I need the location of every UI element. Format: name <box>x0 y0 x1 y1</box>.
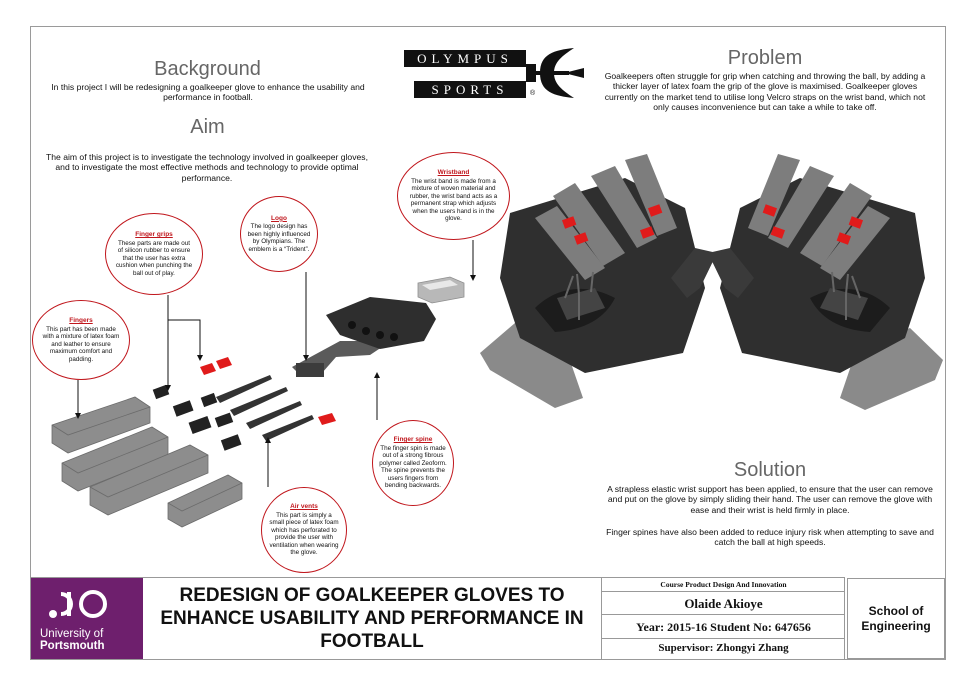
aim-heading: Aim <box>190 116 225 138</box>
callout-logo-text: The logo design has been highly influenc… <box>247 223 311 253</box>
university-line-1: University of <box>40 628 104 640</box>
year-student-number: Year: 2015-16 Student No: 647656 <box>636 620 811 634</box>
callout-finger-spine: Finger spine The finger spin is made out… <box>372 420 454 506</box>
logo-olympus-text: OLYMPUS <box>404 50 526 67</box>
callout-logo: Logo The logo design has been highly inf… <box>240 196 318 272</box>
callout-finger-spine-text: The finger spin is made out of a strong … <box>379 444 447 490</box>
callout-finger-grips-text: These parts are made out of silicon rubb… <box>115 239 193 277</box>
info-separator-3 <box>602 638 845 639</box>
exploded-glove-parts <box>51 276 465 528</box>
problem-text: Goalkeepers often struggle for grip when… <box>604 71 926 113</box>
callout-air-vents-text: This part is simply a small piece of lat… <box>269 511 339 557</box>
school-name: School of Engineering <box>847 578 945 659</box>
registered-mark: ® <box>530 90 536 97</box>
problem-heading: Problem <box>727 47 803 69</box>
trident-icon <box>526 48 584 98</box>
olympus-sports-logo: OLYMPUS SPORTS ® <box>404 44 584 102</box>
callout-fingers: Fingers This part has been made with a m… <box>32 300 130 380</box>
left-glove <box>480 154 717 408</box>
course-label: Course Product Design And Innovation <box>660 580 787 589</box>
finger-pad-1 <box>51 396 151 454</box>
glove-renders <box>480 154 943 410</box>
callout-wristband: Wristband The wrist band is made from a … <box>397 152 510 240</box>
callout-fingers-title: Fingers <box>69 317 93 324</box>
project-title: REDESIGN OF GOALKEEPER GLOVES TO ENHANCE… <box>160 585 584 652</box>
callout-fingers-text: This part has been made with a mixture o… <box>42 325 120 363</box>
callout-finger-grips-title: Finger grips <box>135 231 173 238</box>
callout-air-vents: Air vents This part is simply a small pi… <box>261 487 347 573</box>
callout-wristband-title: Wristband <box>437 169 470 177</box>
finger-pad-3 <box>89 444 209 516</box>
finger-pad-4 <box>167 474 243 528</box>
solution-text-2: Finger spines have also been added to re… <box>606 527 934 548</box>
university-line-2: Portsmouth <box>40 640 105 652</box>
callout-finger-grips: Finger grips These parts are made out of… <box>105 213 203 295</box>
logo-sports-text: SPORTS <box>414 81 526 98</box>
project-info: Course Product Design And Innovation Ola… <box>601 578 845 659</box>
university-name: University of Portsmouth <box>40 628 105 652</box>
university-logo: University of Portsmouth <box>31 578 143 659</box>
university-emblem-icon <box>49 590 107 618</box>
footer-border <box>30 577 845 660</box>
callout-finger-spine-title: Finger spine <box>393 436 433 444</box>
callout-wristband-text: The wrist band is made from a mixture of… <box>409 177 498 223</box>
aim-text: The aim of this project is to investigat… <box>46 152 368 183</box>
background-heading: Background <box>154 58 261 80</box>
callout-logo-title: Logo <box>271 214 287 222</box>
solution-text-1: A strapless elastic wrist support has be… <box>607 484 933 515</box>
info-separator-2 <box>602 614 845 615</box>
student-name: Olaide Akioye <box>684 596 763 611</box>
info-separator-1 <box>602 591 845 592</box>
solution-heading: Solution <box>733 459 807 481</box>
right-glove <box>708 154 943 410</box>
supervisor: Supervisor: Zhongyi Zhang <box>658 642 789 654</box>
callout-air-vents-title: Air vents <box>290 503 318 511</box>
background-text: In this project I will be redesigning a … <box>51 82 365 103</box>
